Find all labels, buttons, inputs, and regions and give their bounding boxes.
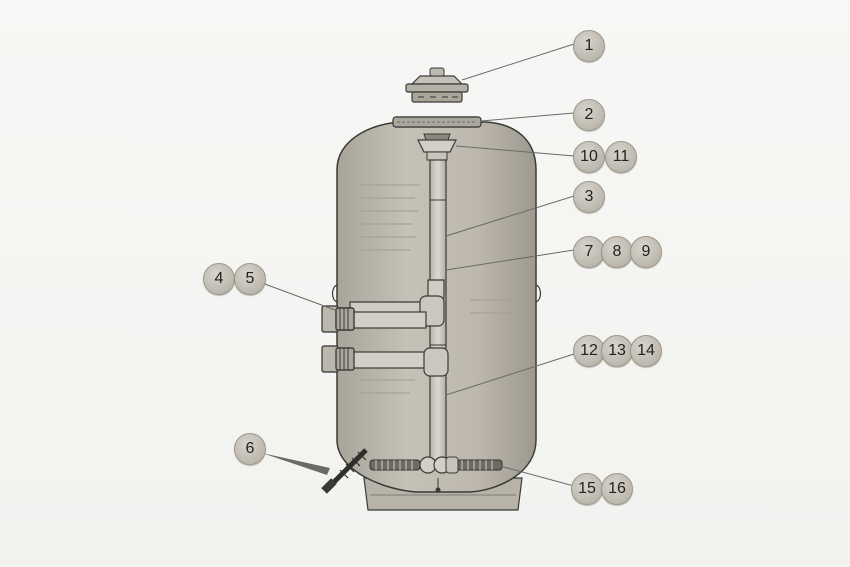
callout-13-label: 13 xyxy=(608,342,626,359)
callout-1-label: 1 xyxy=(584,37,594,54)
callout-4: 4 xyxy=(203,263,235,295)
callout-11-label: 11 xyxy=(612,148,630,165)
top-flange xyxy=(392,116,482,128)
callout-13: 13 xyxy=(601,335,633,367)
bottom-laterals xyxy=(369,456,503,493)
callout-14-label: 14 xyxy=(637,342,655,359)
callout-9: 9 xyxy=(630,236,662,268)
callout-15: 15 xyxy=(571,473,603,505)
drain-valve xyxy=(321,448,368,494)
callout-10: 10 xyxy=(573,141,605,173)
callout-16-label: 16 xyxy=(608,480,626,497)
callout-9-label: 9 xyxy=(641,243,651,260)
callout-2-label: 2 xyxy=(584,106,594,123)
callout-3-label: 3 xyxy=(584,188,594,205)
callout-8-label: 8 xyxy=(612,243,622,260)
callout-15-label: 15 xyxy=(578,480,596,497)
callout-4-label: 4 xyxy=(214,270,224,287)
callout-3: 3 xyxy=(573,181,605,213)
callout-5-label: 5 xyxy=(245,270,255,287)
leader-wedge-6 xyxy=(262,453,330,475)
callout-11: 11 xyxy=(605,141,637,173)
callout-8: 8 xyxy=(601,236,633,268)
callout-7: 7 xyxy=(573,236,605,268)
callout-7-label: 7 xyxy=(584,243,594,260)
upper-union-fitting xyxy=(321,305,355,333)
callout-16: 16 xyxy=(601,473,633,505)
lower-union-fitting xyxy=(321,345,355,373)
tank-lid xyxy=(405,67,469,103)
callout-12-label: 12 xyxy=(580,342,598,359)
callout-6-label: 6 xyxy=(245,440,255,457)
leader-lines xyxy=(261,43,575,487)
callout-12: 12 xyxy=(573,335,605,367)
callout-6: 6 xyxy=(234,433,266,465)
callout-1: 1 xyxy=(573,30,605,62)
callout-14: 14 xyxy=(630,335,662,367)
callout-10-label: 10 xyxy=(580,148,598,165)
callout-2: 2 xyxy=(573,99,605,131)
callout-5: 5 xyxy=(234,263,266,295)
